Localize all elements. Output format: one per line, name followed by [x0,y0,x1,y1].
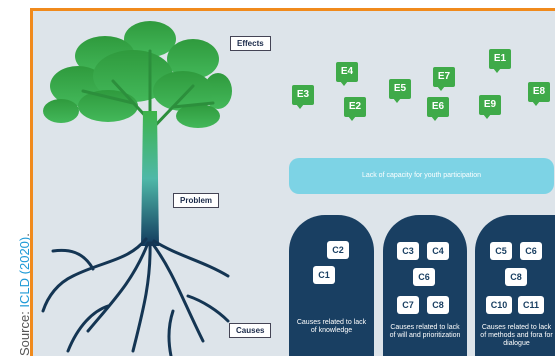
tree-trunk [141,111,159,246]
cause-c10: C10 [486,296,512,314]
cause-group-caption: Causes related to lack of knowledge [296,319,367,334]
cause-c3: C3 [397,242,419,260]
effect-e1: E1 [489,49,511,73]
cause-c6: C6 [520,242,542,260]
cause-c8: C8 [427,296,449,314]
effects-label: Effects [230,36,271,51]
cause-group-caption: Causes related to lack of will and prior… [389,324,461,339]
cause-c1: C1 [313,266,335,284]
cause-group-will: C3 C4 C6 C7 C8 Causes related to lack of… [383,215,467,356]
cause-c2: C2 [327,241,349,259]
core-problem-box: Lack of capacity for youth participation [289,158,554,194]
cause-c7: C7 [397,296,419,314]
effect-e9: E9 [479,95,501,119]
effect-e8: E8 [528,82,550,106]
problem-tree-figure: Effects Problem Causes E1 E2 E3 E4 E5 E6… [30,8,555,356]
effect-e7: E7 [433,67,455,91]
cause-group-methods: C5 C6 C8 C10 C11 Causes related to lack … [475,215,555,356]
tree-illustration [41,21,232,356]
effect-e3: E3 [292,85,314,109]
cause-c11: C11 [518,296,544,314]
tree-roots [41,237,230,356]
effect-e5: E5 [389,79,411,103]
cause-c4: C4 [427,242,449,260]
cause-group-caption: Causes related to lack of methods and fo… [480,324,553,347]
cause-c8: C8 [505,268,527,286]
effect-e6: E6 [427,97,449,121]
effect-e4: E4 [336,62,358,86]
tree-crown [43,21,232,128]
cause-c6: C6 [413,268,435,286]
effect-e2: E2 [344,97,366,121]
causes-label: Causes [229,323,272,338]
cause-group-knowledge: C2 C1 Causes related to lack of knowledg… [289,215,374,356]
cause-c5: C5 [490,242,512,260]
problem-label: Problem [173,193,220,208]
source-caption: Source: ICLD (2020). [3,0,32,356]
